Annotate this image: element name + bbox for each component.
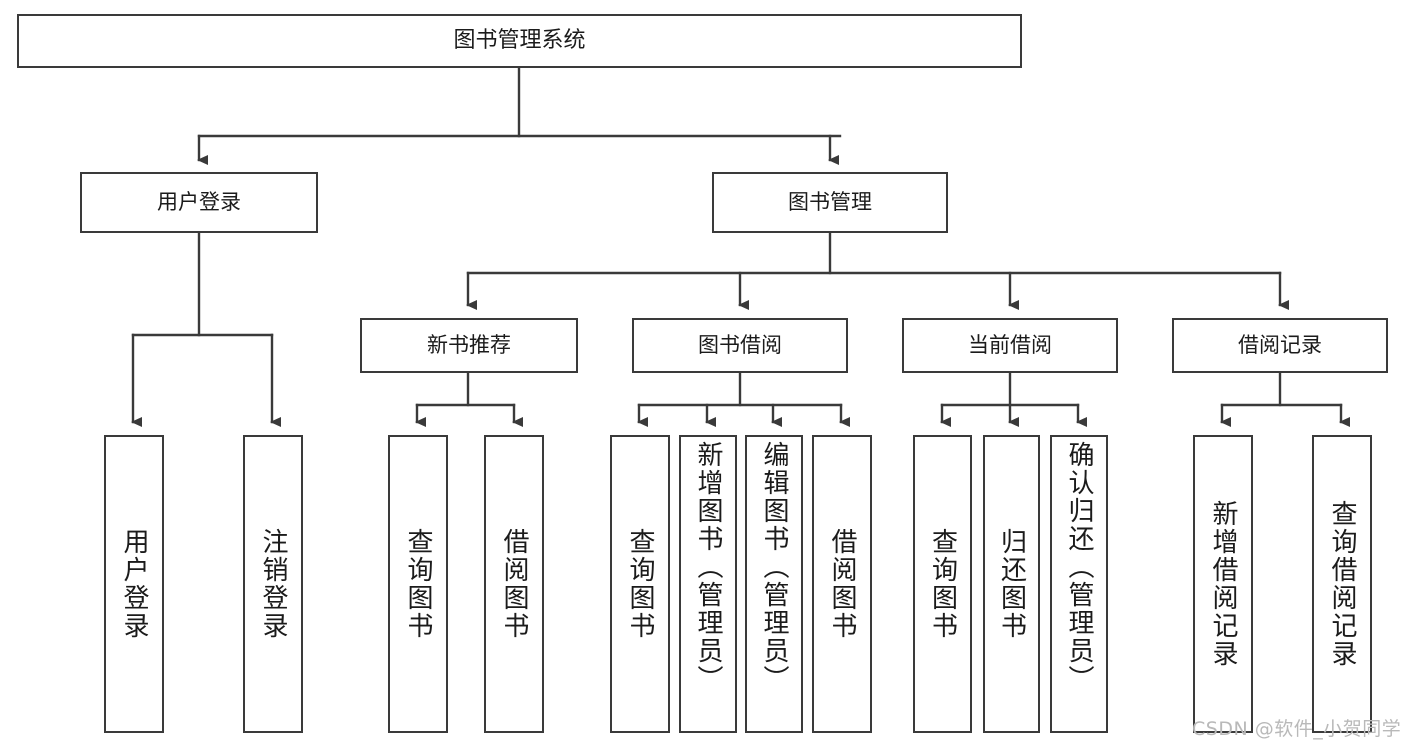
- leaf-confirm-return-admin[interactable]: 确认归还（管理员）: [1050, 435, 1108, 733]
- node-book-manage[interactable]: 图书管理: [712, 172, 948, 233]
- leaf-return-book[interactable]: 归还图书: [983, 435, 1040, 733]
- node-label: 图书借阅: [698, 333, 782, 358]
- leaf-query-book-current[interactable]: 查询图书: [913, 435, 972, 733]
- leaf-add-book-admin[interactable]: 新增图书（管理员）: [679, 435, 737, 733]
- node-label: 确认归还（管理员）: [1064, 441, 1094, 693]
- leaf-user-login[interactable]: 用户登录: [104, 435, 164, 733]
- node-new-book-recommend[interactable]: 新书推荐: [360, 318, 578, 373]
- node-label: 借阅图书: [499, 528, 529, 640]
- leaf-query-book-borrow[interactable]: 查询图书: [610, 435, 670, 733]
- node-label: 查询图书: [403, 528, 433, 640]
- leaf-edit-book-admin[interactable]: 编辑图书（管理员）: [745, 435, 803, 733]
- node-label: 借阅图书: [827, 528, 857, 640]
- node-label: 查询图书: [625, 528, 655, 640]
- node-label: 编辑图书（管理员）: [759, 441, 789, 693]
- node-book-borrow[interactable]: 图书借阅: [632, 318, 848, 373]
- node-label: 当前借阅: [968, 333, 1052, 358]
- node-label: 图书管理: [788, 190, 872, 215]
- node-label: 新书推荐: [427, 333, 511, 358]
- node-user-login[interactable]: 用户登录: [80, 172, 318, 233]
- node-current-borrow[interactable]: 当前借阅: [902, 318, 1118, 373]
- node-label: 查询借阅记录: [1327, 500, 1357, 668]
- leaf-query-book-rec[interactable]: 查询图书: [388, 435, 448, 733]
- node-label: 借阅记录: [1238, 333, 1322, 358]
- node-label: 图书管理系统: [453, 28, 586, 54]
- node-label: 新增图书（管理员）: [693, 441, 723, 693]
- node-borrow-record[interactable]: 借阅记录: [1172, 318, 1388, 373]
- leaf-logout[interactable]: 注销登录: [243, 435, 303, 733]
- node-label: 归还图书: [996, 528, 1027, 640]
- leaf-add-borrow-record[interactable]: 新增借阅记录: [1193, 435, 1253, 733]
- node-label: 用户登录: [157, 190, 241, 215]
- node-root-system[interactable]: 图书管理系统: [17, 14, 1022, 68]
- node-label: 注销登录: [258, 528, 288, 640]
- node-label: 新增借阅记录: [1208, 500, 1238, 668]
- node-label: 用户登录: [119, 528, 149, 640]
- node-label: 查询图书: [927, 528, 958, 640]
- leaf-borrow-book[interactable]: 借阅图书: [812, 435, 872, 733]
- leaf-query-borrow-record[interactable]: 查询借阅记录: [1312, 435, 1372, 733]
- leaf-borrow-book-rec[interactable]: 借阅图书: [484, 435, 544, 733]
